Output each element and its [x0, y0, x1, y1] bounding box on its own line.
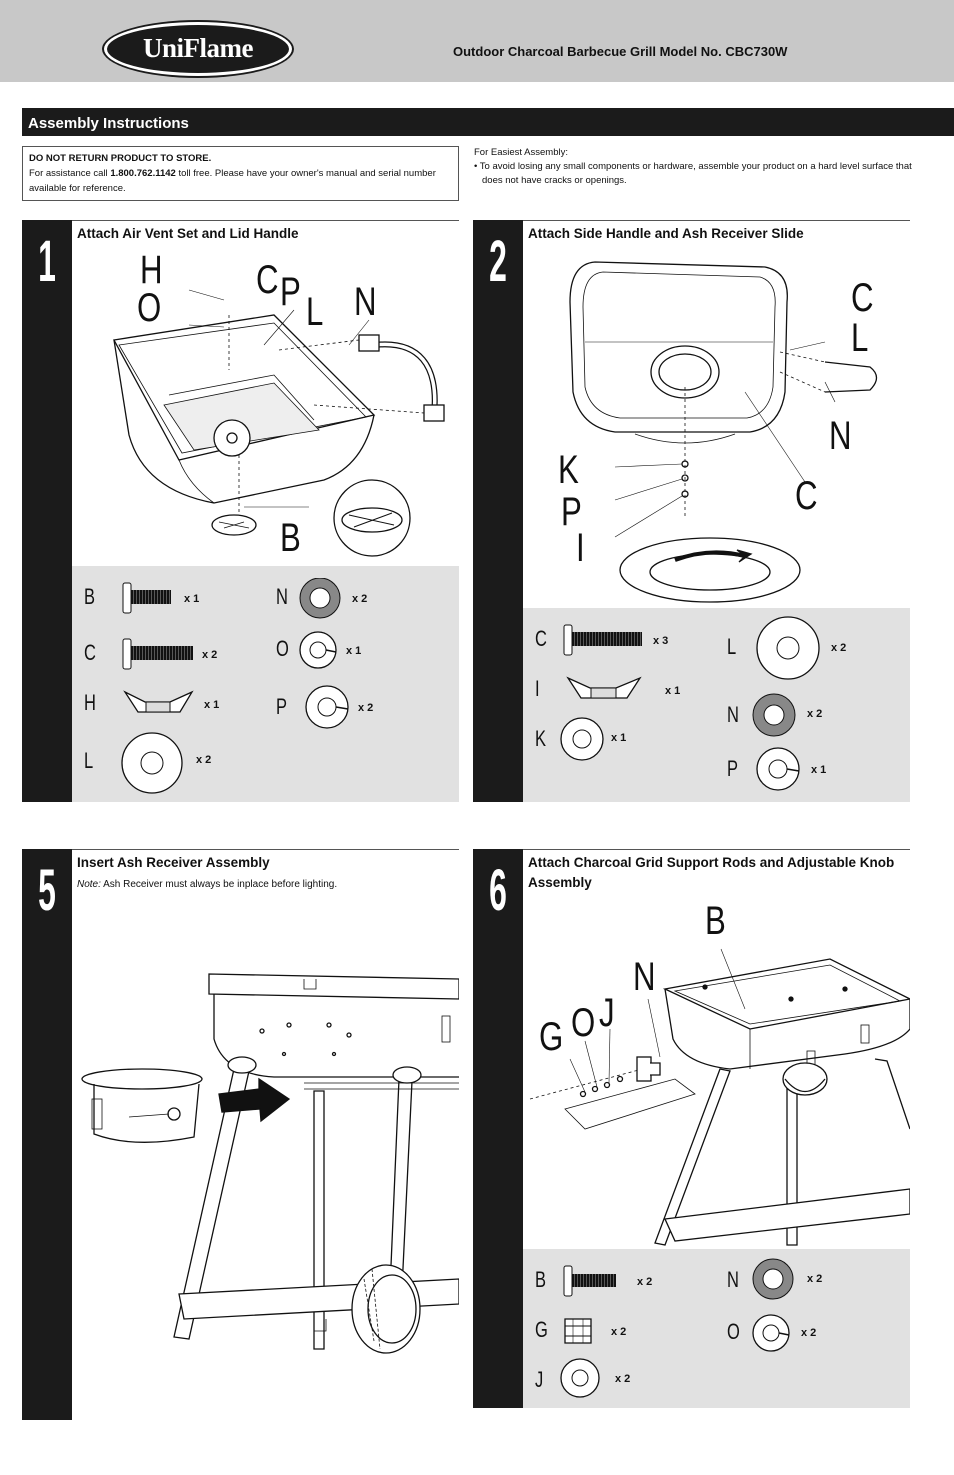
part-P: P x 1 [727, 746, 887, 792]
easiest-assembly-tip: For Easiest Assembly: • To avoid losing … [474, 146, 914, 188]
step-title: Attach Charcoal Grid Support Rods and Ad… [528, 855, 895, 890]
note-text: Ash Receiver must always be inplace befo… [100, 879, 338, 890]
part-N: N x 2 [276, 578, 436, 619]
product-title: Outdoor Charcoal Barbecue Grill Model No… [453, 44, 788, 59]
callout-H: H [140, 248, 163, 292]
callout-C-lower: C [795, 474, 818, 518]
uniflame-logo: UniFlame [104, 22, 292, 76]
return-notice: DO NOT RETURN PRODUCT TO STORE. For assi… [22, 146, 459, 201]
part-G: G x 2 [535, 1311, 695, 1351]
callout-N: N [633, 955, 656, 999]
step-2: 2 Attach Side Handle and Ash Receiver Sl… [473, 220, 910, 802]
callout-P: P [280, 270, 301, 314]
part-J: J x 2 [535, 1357, 695, 1401]
bolt-short-icon [122, 582, 171, 614]
callout-I: I [576, 526, 585, 570]
part-B: B x 1 [84, 578, 224, 618]
part-C: C x 3 [535, 620, 695, 660]
tip-item: • To avoid losing any small components o… [474, 161, 912, 186]
split-washer-icon [752, 1314, 790, 1352]
step-title: Attach Air Vent Set and Lid Handle [77, 226, 299, 241]
split-washer-icon [756, 747, 800, 791]
callout-L: L [306, 290, 324, 334]
split-washer-icon [305, 685, 349, 729]
parts-panel: B x 1 C x 2 H x 1 L x 2 N x 2 O x 1 [72, 566, 459, 802]
part-I: I x 1 [535, 670, 695, 710]
rubber-washer-icon [299, 578, 341, 619]
parts-panel: C x 3 I x 1 K x 1 L x 2 N x 2 P x 1 [523, 608, 910, 802]
phone-number: 1.800.762.1142 [110, 168, 176, 179]
callout-B: B [280, 516, 301, 560]
step-5-diagram [81, 973, 459, 1354]
step-6-diagram [529, 948, 910, 1246]
step-1: 1 Attach Air Vent Set and Lid Handle [22, 220, 459, 802]
callout-J: J [599, 991, 615, 1035]
flat-washer-icon [560, 717, 604, 761]
part-N: N x 2 [727, 1257, 887, 1301]
callout-N: N [354, 280, 377, 324]
part-L: L x 2 [727, 616, 907, 680]
part-B: B x 2 [535, 1261, 695, 1301]
step-6: 6 Attach Charcoal Grid Support Rods and … [473, 849, 910, 1408]
notice-text: For assistance call [29, 168, 111, 179]
wing-nut-icon [566, 676, 642, 699]
flat-washer-icon [560, 1358, 600, 1398]
part-O: O x 1 [276, 630, 436, 670]
step-number: 2 [489, 229, 507, 294]
step-2-diagram [569, 261, 878, 603]
large-washer-icon [756, 616, 820, 680]
part-K: K x 1 [535, 716, 695, 762]
step-note: Note: Ash Receiver must always be inplac… [77, 879, 337, 890]
notice-text-end: toll free. Please have your owner's manu… [29, 168, 436, 194]
tip-heading: For Easiest Assembly: [474, 147, 568, 158]
step-title: Insert Ash Receiver Assembly [77, 855, 270, 870]
wing-nut-icon [123, 690, 194, 713]
step-5: 5 Insert Ash Receiver Assembly Note: Ash… [22, 849, 459, 1420]
bolt-long-icon [563, 624, 642, 656]
part-P: P x 2 [276, 684, 436, 730]
step-number: 5 [38, 858, 56, 923]
part-L: L x 2 [84, 732, 244, 794]
callout-P: P [561, 490, 582, 534]
callout-O: O [571, 1001, 596, 1045]
callout-C: C [851, 276, 874, 320]
rubber-washer-icon [752, 1258, 794, 1300]
notice-body: For assistance call 1.800.762.1142 toll … [29, 166, 452, 196]
step-number: 1 [38, 229, 56, 294]
part-C: C x 2 [84, 634, 244, 674]
step-title: Attach Side Handle and Ash Receiver Slid… [528, 226, 804, 241]
part-O: O x 2 [727, 1313, 887, 1353]
notice-heading: DO NOT RETURN PRODUCT TO STORE. [29, 153, 212, 164]
callout-G: G [539, 1015, 564, 1059]
step-number: 6 [489, 858, 507, 923]
parts-panel: B x 2 G x 2 J x 2 N x 2 O x 2 [523, 1249, 910, 1408]
brand-name: UniFlame [143, 33, 254, 63]
split-washer-icon [299, 631, 337, 669]
callout-K: K [558, 448, 579, 492]
bolt-long-icon [122, 638, 193, 670]
page-header: UniFlame Outdoor Charcoal Barbecue Grill… [0, 0, 954, 82]
callout-L: L [851, 316, 869, 360]
section-bar: Assembly Instructions [22, 108, 954, 136]
large-washer-icon [121, 732, 183, 794]
callout-O: O [137, 286, 162, 330]
part-H: H x 1 [84, 684, 244, 724]
hex-nut-icon [564, 1318, 592, 1344]
bolt-short-icon [563, 1265, 616, 1297]
note-label: Note: [77, 879, 101, 890]
callout-B: B [705, 899, 726, 943]
callout-N: N [829, 414, 852, 458]
callout-C: C [256, 258, 279, 302]
section-title: Assembly Instructions [28, 115, 189, 132]
rubber-washer-icon [752, 693, 796, 737]
part-N: N x 2 [727, 692, 887, 738]
step-1-diagram [112, 289, 445, 557]
